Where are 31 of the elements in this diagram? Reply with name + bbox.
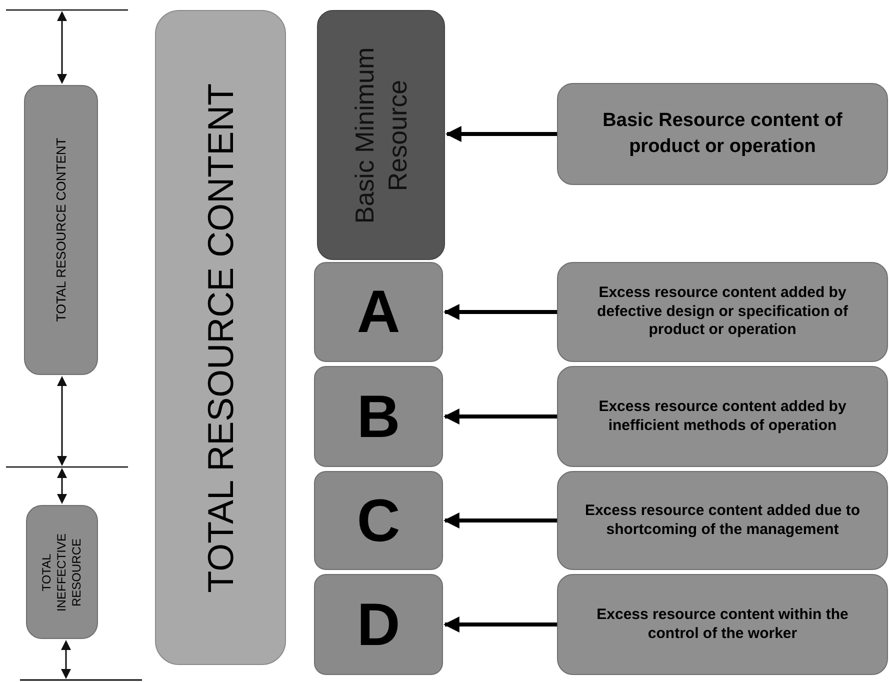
arrow: [445, 126, 557, 142]
box-label: TOTAL RESOURCE CONTENT: [52, 137, 70, 324]
box-label: Basic Minimum Resource: [348, 46, 413, 226]
rounded-box: [557, 262, 888, 362]
rounded-box: [26, 505, 98, 639]
letter-label: A: [356, 277, 400, 347]
arrow: [443, 512, 557, 528]
arrow: [443, 408, 557, 424]
rounded-box: [557, 471, 888, 570]
box-label: Excess resource content added by inefficient methods of operation: [598, 398, 848, 436]
box-label: TOTAL RESOURCE CONTENT: [198, 82, 242, 594]
box-label: TOTAL INEFFECTIVE RESOURCE: [40, 532, 84, 614]
box-label: Excess resource content within the control of the worker: [596, 606, 850, 644]
box-label: Basic Resource content of product or operation: [602, 108, 844, 159]
letter-label: C: [356, 486, 400, 556]
box-label: Excess resource content added due to shortcoming of the management: [584, 502, 862, 540]
rounded-box: [317, 10, 445, 260]
letter-label: B: [356, 382, 400, 452]
rounded-box: [314, 574, 443, 675]
rounded-box: [314, 262, 443, 362]
rounded-box: [24, 85, 98, 375]
rounded-box: [314, 471, 443, 570]
rounded-box: [155, 10, 286, 665]
letter-label: D: [356, 590, 400, 660]
rounded-box: [557, 366, 888, 467]
rounded-box: [557, 574, 888, 675]
rounded-box: [557, 83, 888, 185]
rounded-box: [314, 366, 443, 467]
arrow: [443, 616, 557, 632]
box-label: Excess resource content added by defective design or specification of product or operation: [596, 284, 849, 340]
arrow: [443, 304, 557, 320]
